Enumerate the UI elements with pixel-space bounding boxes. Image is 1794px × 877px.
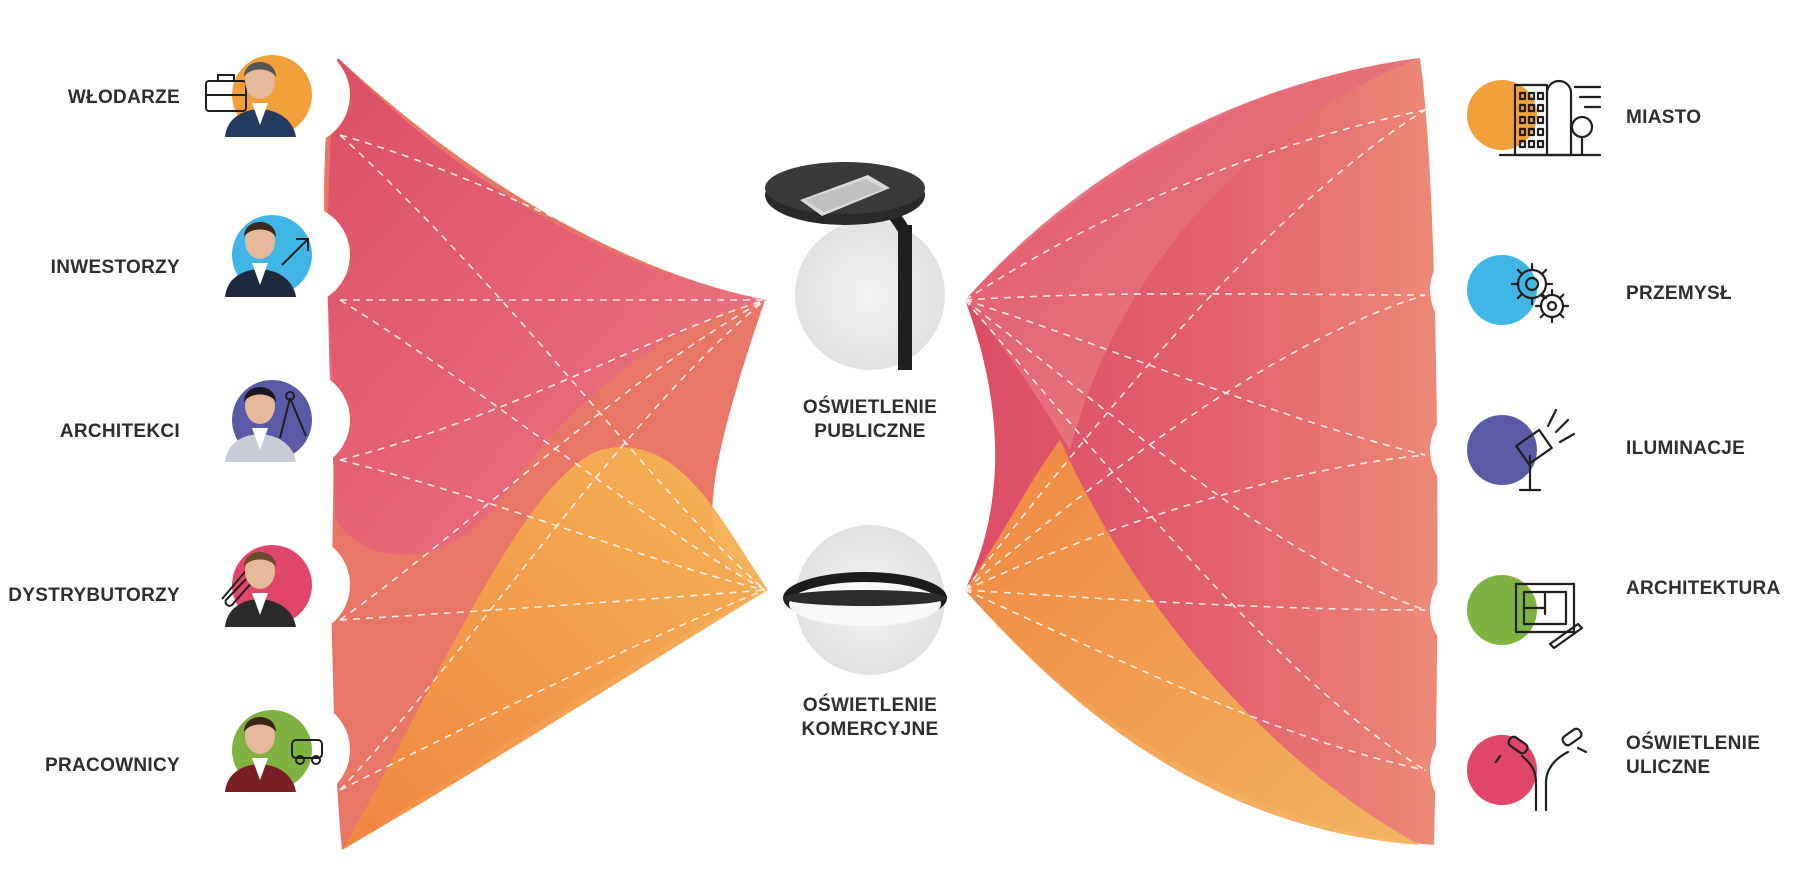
stakeholder-badge <box>225 380 312 462</box>
stakeholder-badge <box>225 710 323 792</box>
left-band-top <box>327 58 768 555</box>
person-photo <box>225 62 296 137</box>
ceiling-light-icon <box>783 572 947 626</box>
person-photo <box>225 717 296 792</box>
street-light-icon <box>1494 727 1588 812</box>
stakeholder-badge <box>205 55 312 137</box>
sector-label-przemysl-line1: PRZEMYSŁ <box>1626 283 1732 304</box>
sector-label-architektura-line1: ARCHITEKTURA <box>1626 578 1781 599</box>
sector-color-circle <box>1467 255 1537 325</box>
right-dashed-connectors <box>964 109 1426 771</box>
floodlight-icon <box>1515 408 1576 492</box>
left-flow-band <box>250 45 768 850</box>
right-flow-band <box>964 58 1530 845</box>
product-label-commercial-line1: OŚWIETLENIE <box>802 695 938 716</box>
person-photo <box>225 387 296 462</box>
sector-color-circle <box>1467 80 1537 150</box>
right-band-upper <box>965 58 1420 450</box>
right-band-lower <box>965 440 1420 845</box>
sector-label-miasto: MIASTO <box>1626 106 1701 130</box>
stakeholder-badge <box>225 215 312 297</box>
briefcase-icon <box>205 74 247 112</box>
stakeholder-label-inwestorzy: INWESTORZY <box>50 257 180 278</box>
sector-badge <box>1467 575 1584 650</box>
product-label-commercial: OŚWIETLENIE KOMERCYJNE <box>750 694 990 742</box>
street-lamp-icon <box>765 162 925 370</box>
product-label-public-line1: OŚWIETLENIE <box>802 397 938 418</box>
sector-label-oswietlenie-uliczne-line2: ULICZNE <box>1626 757 1711 778</box>
sector-color-circle <box>1467 415 1537 485</box>
person-photo <box>225 552 296 627</box>
gears-icon <box>1510 262 1570 324</box>
sector-label-miasto-line1: MIASTO <box>1626 107 1702 128</box>
sector-label-iluminacje-line1: ILUMINACJE <box>1626 438 1746 459</box>
product-commercial-lighting <box>783 525 947 675</box>
sector-badge <box>1467 255 1570 325</box>
left-band-bottom <box>342 447 768 850</box>
left-dashed-connectors <box>339 134 766 791</box>
growth-arrow-icon <box>281 238 309 266</box>
sector-label-architektura: ARCHITEKTURA <box>1626 577 1781 601</box>
product-label-commercial-line2: KOMERCYJNE <box>801 719 939 740</box>
sector-label-oswietlenie-uliczne-line1: OŚWIETLENIE <box>1626 733 1761 754</box>
stakeholder-label-dystrybutorzy: DYSTRYBUTORZY <box>8 585 180 606</box>
blueprint-icon <box>1514 582 1584 650</box>
product-label-public-line2: PUBLICZNE <box>814 421 926 442</box>
sector-label-iluminacje: ILUMINACJE <box>1626 437 1745 461</box>
street-lamp-icon-backdrop <box>795 220 945 370</box>
stakeholder-label-wlodarze: WŁODARZE <box>67 87 180 108</box>
sector-label-oswietlenie-uliczne: OŚWIETLENIE ULICZNE <box>1626 732 1760 780</box>
stakeholder-label-architekci: ARCHITEKCI <box>59 421 180 442</box>
person-photo <box>225 222 296 297</box>
product-label-public: OŚWIETLENIE PUBLICZNE <box>750 396 990 444</box>
product-public-lighting <box>765 162 945 370</box>
van-icon <box>291 739 323 765</box>
stakeholder-badge <box>221 545 312 627</box>
sector-badge <box>1467 727 1588 812</box>
sector-color-circle <box>1467 575 1537 645</box>
stakeholder-label-pracownicy: PRACOWNICY <box>45 755 180 776</box>
city-icon <box>1498 79 1602 157</box>
sector-label-przemysl: PRZEMYSŁ <box>1626 282 1732 306</box>
sector-badge <box>1467 79 1602 157</box>
compass-icon <box>279 391 307 439</box>
sector-badge <box>1467 408 1576 492</box>
